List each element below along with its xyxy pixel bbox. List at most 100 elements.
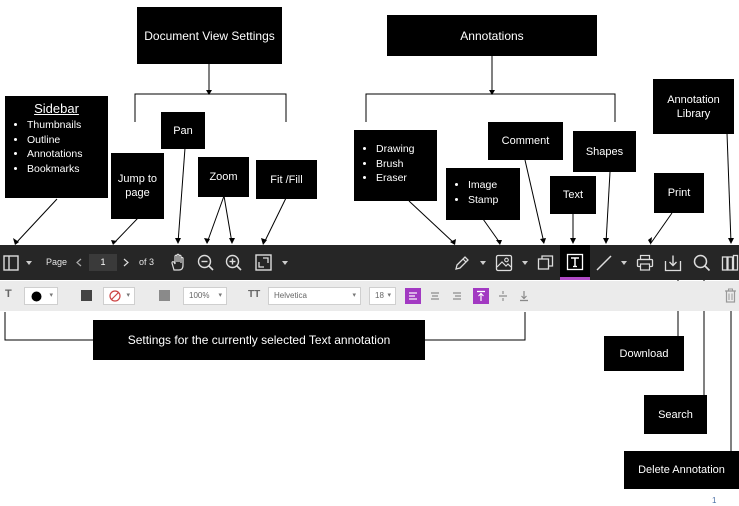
font-family-select[interactable]: Helvetica ▾: [268, 287, 361, 305]
list-item: Brush: [376, 157, 437, 172]
zoom-in-icon[interactable]: [225, 254, 243, 272]
text-settings-bar: T ▾ ▾ 100% ▾ TT Helvetica ▾ 18 ▾: [0, 281, 739, 311]
callout-jump-to-page: Jump to page: [111, 153, 164, 219]
zoom-out-icon[interactable]: [197, 254, 215, 272]
callout-delete-annotation: Delete Annotation: [624, 451, 739, 489]
callout-search: Search: [644, 395, 707, 434]
align-left-button[interactable]: [405, 288, 421, 304]
valign-bottom-icon: [520, 291, 528, 302]
chevron-down-icon: ▾: [352, 292, 356, 299]
callout-text: Shapes: [585, 145, 624, 158]
callout-document-view-settings: Document View Settings: [137, 7, 282, 64]
font-size-value: 18: [375, 291, 384, 300]
valign-top-button[interactable]: [473, 288, 489, 304]
callout-settings-note: Settings for the currently selected Text…: [93, 320, 425, 360]
page-number: 1: [712, 496, 717, 505]
list-item: Image: [468, 178, 520, 193]
chevron-down-icon[interactable]: [620, 260, 628, 266]
opacity-swatch: [159, 290, 170, 301]
callout-image: Image Stamp: [446, 168, 520, 220]
text-tool-button[interactable]: [560, 245, 590, 280]
font-family-value: Helvetica: [274, 291, 307, 300]
callout-text: Text: [562, 189, 584, 201]
fill-swatch[interactable]: [81, 290, 92, 301]
callout-annotation-library: Annotation Library: [653, 79, 734, 134]
valign-middle-icon: [499, 291, 507, 301]
list-item: Outline: [27, 133, 108, 148]
align-right-button[interactable]: [449, 288, 465, 304]
callout-text: Fit /Fill: [270, 173, 303, 186]
trash-icon[interactable]: [724, 288, 737, 303]
callout-text: Zoom: [209, 171, 238, 183]
sidebar-item-list: Thumbnails Outline Annotations Bookmarks: [5, 118, 108, 176]
sidebar-title: Sidebar: [34, 101, 79, 116]
callout-text: Print: [667, 187, 691, 199]
chevron-down-icon: ▾: [218, 292, 222, 299]
border-color-select[interactable]: ▾: [103, 287, 135, 305]
text-box-icon: [566, 253, 584, 271]
text-color-select[interactable]: ▾: [24, 287, 58, 305]
comment-icon[interactable]: [537, 254, 555, 272]
pen-icon[interactable]: [453, 254, 471, 272]
font-size-select[interactable]: 18 ▾: [369, 287, 396, 305]
align-left-icon: [409, 292, 417, 300]
chevron-down-icon[interactable]: [25, 260, 33, 266]
list-item: Drawing: [376, 142, 437, 157]
callout-text: Delete Annotation: [638, 464, 725, 476]
image-item-list: Image Stamp: [446, 178, 520, 207]
chevron-down-icon[interactable]: [521, 260, 529, 266]
no-color-icon: [109, 290, 121, 302]
callout-annotations: Annotations: [387, 15, 597, 56]
opacity-select[interactable]: 100% ▾: [183, 287, 227, 305]
main-toolbar: Page 1 of 3: [0, 245, 739, 280]
sidebar-toggle-icon[interactable]: [3, 255, 19, 271]
font-icon: TT: [248, 289, 261, 300]
drawing-item-list: Drawing Brush Eraser: [354, 142, 437, 186]
chevron-down-icon: ▾: [387, 292, 391, 299]
list-item: Bookmarks: [27, 162, 108, 177]
page-total: of 3: [139, 257, 155, 267]
callout-text: Settings for the currently selected Text…: [127, 333, 391, 347]
valign-middle-button[interactable]: [495, 288, 511, 304]
callout-text: Annotations: [460, 28, 524, 43]
chevron-down-icon[interactable]: [281, 260, 289, 266]
print-icon[interactable]: [636, 254, 654, 272]
hand-pan-icon[interactable]: [169, 253, 187, 272]
search-icon[interactable]: [693, 254, 711, 272]
chevron-down-icon: ▾: [49, 292, 53, 299]
callout-text: Jump to page: [117, 173, 158, 199]
callout-text: Annotation Library: [667, 93, 720, 120]
callout-drawing: Drawing Brush Eraser: [354, 130, 437, 201]
image-icon[interactable]: [495, 254, 513, 272]
chevron-down-icon: ▾: [126, 292, 130, 299]
callout-pan: Pan: [161, 112, 205, 149]
page-label: Page: [46, 257, 68, 267]
callout-print: Print: [654, 173, 704, 213]
callout-fit-fill: Fit /Fill: [256, 160, 317, 199]
valign-bottom-button[interactable]: [516, 288, 532, 304]
list-item: Annotations: [27, 147, 108, 162]
chevron-down-icon[interactable]: [479, 260, 487, 266]
page-number-input[interactable]: 1: [89, 254, 117, 271]
list-item: Thumbnails: [27, 118, 108, 133]
opacity-value: 100%: [189, 291, 210, 300]
align-right-icon: [453, 292, 461, 300]
callout-text: Document View Settings: [144, 28, 275, 43]
list-item: Stamp: [468, 193, 520, 208]
align-center-button[interactable]: [427, 288, 443, 304]
text-style-icon: T: [5, 288, 12, 300]
callout-shapes: Shapes: [573, 131, 636, 172]
callout-text: Pan: [173, 124, 193, 137]
fit-icon[interactable]: [255, 254, 272, 271]
callout-sidebar: Sidebar Thumbnails Outline Annotations B…: [5, 96, 108, 198]
callout-comment: Comment: [488, 122, 563, 160]
prev-page-icon[interactable]: [76, 258, 82, 267]
callout-zoom: Zoom: [198, 157, 249, 197]
callout-text: Comment: [501, 135, 550, 147]
color-dot-icon: [31, 291, 42, 302]
next-page-icon[interactable]: [123, 258, 129, 267]
line-icon[interactable]: [595, 254, 613, 272]
callout-text-tool: Text: [550, 176, 596, 214]
library-icon[interactable]: [721, 254, 739, 272]
download-icon[interactable]: [664, 254, 682, 272]
